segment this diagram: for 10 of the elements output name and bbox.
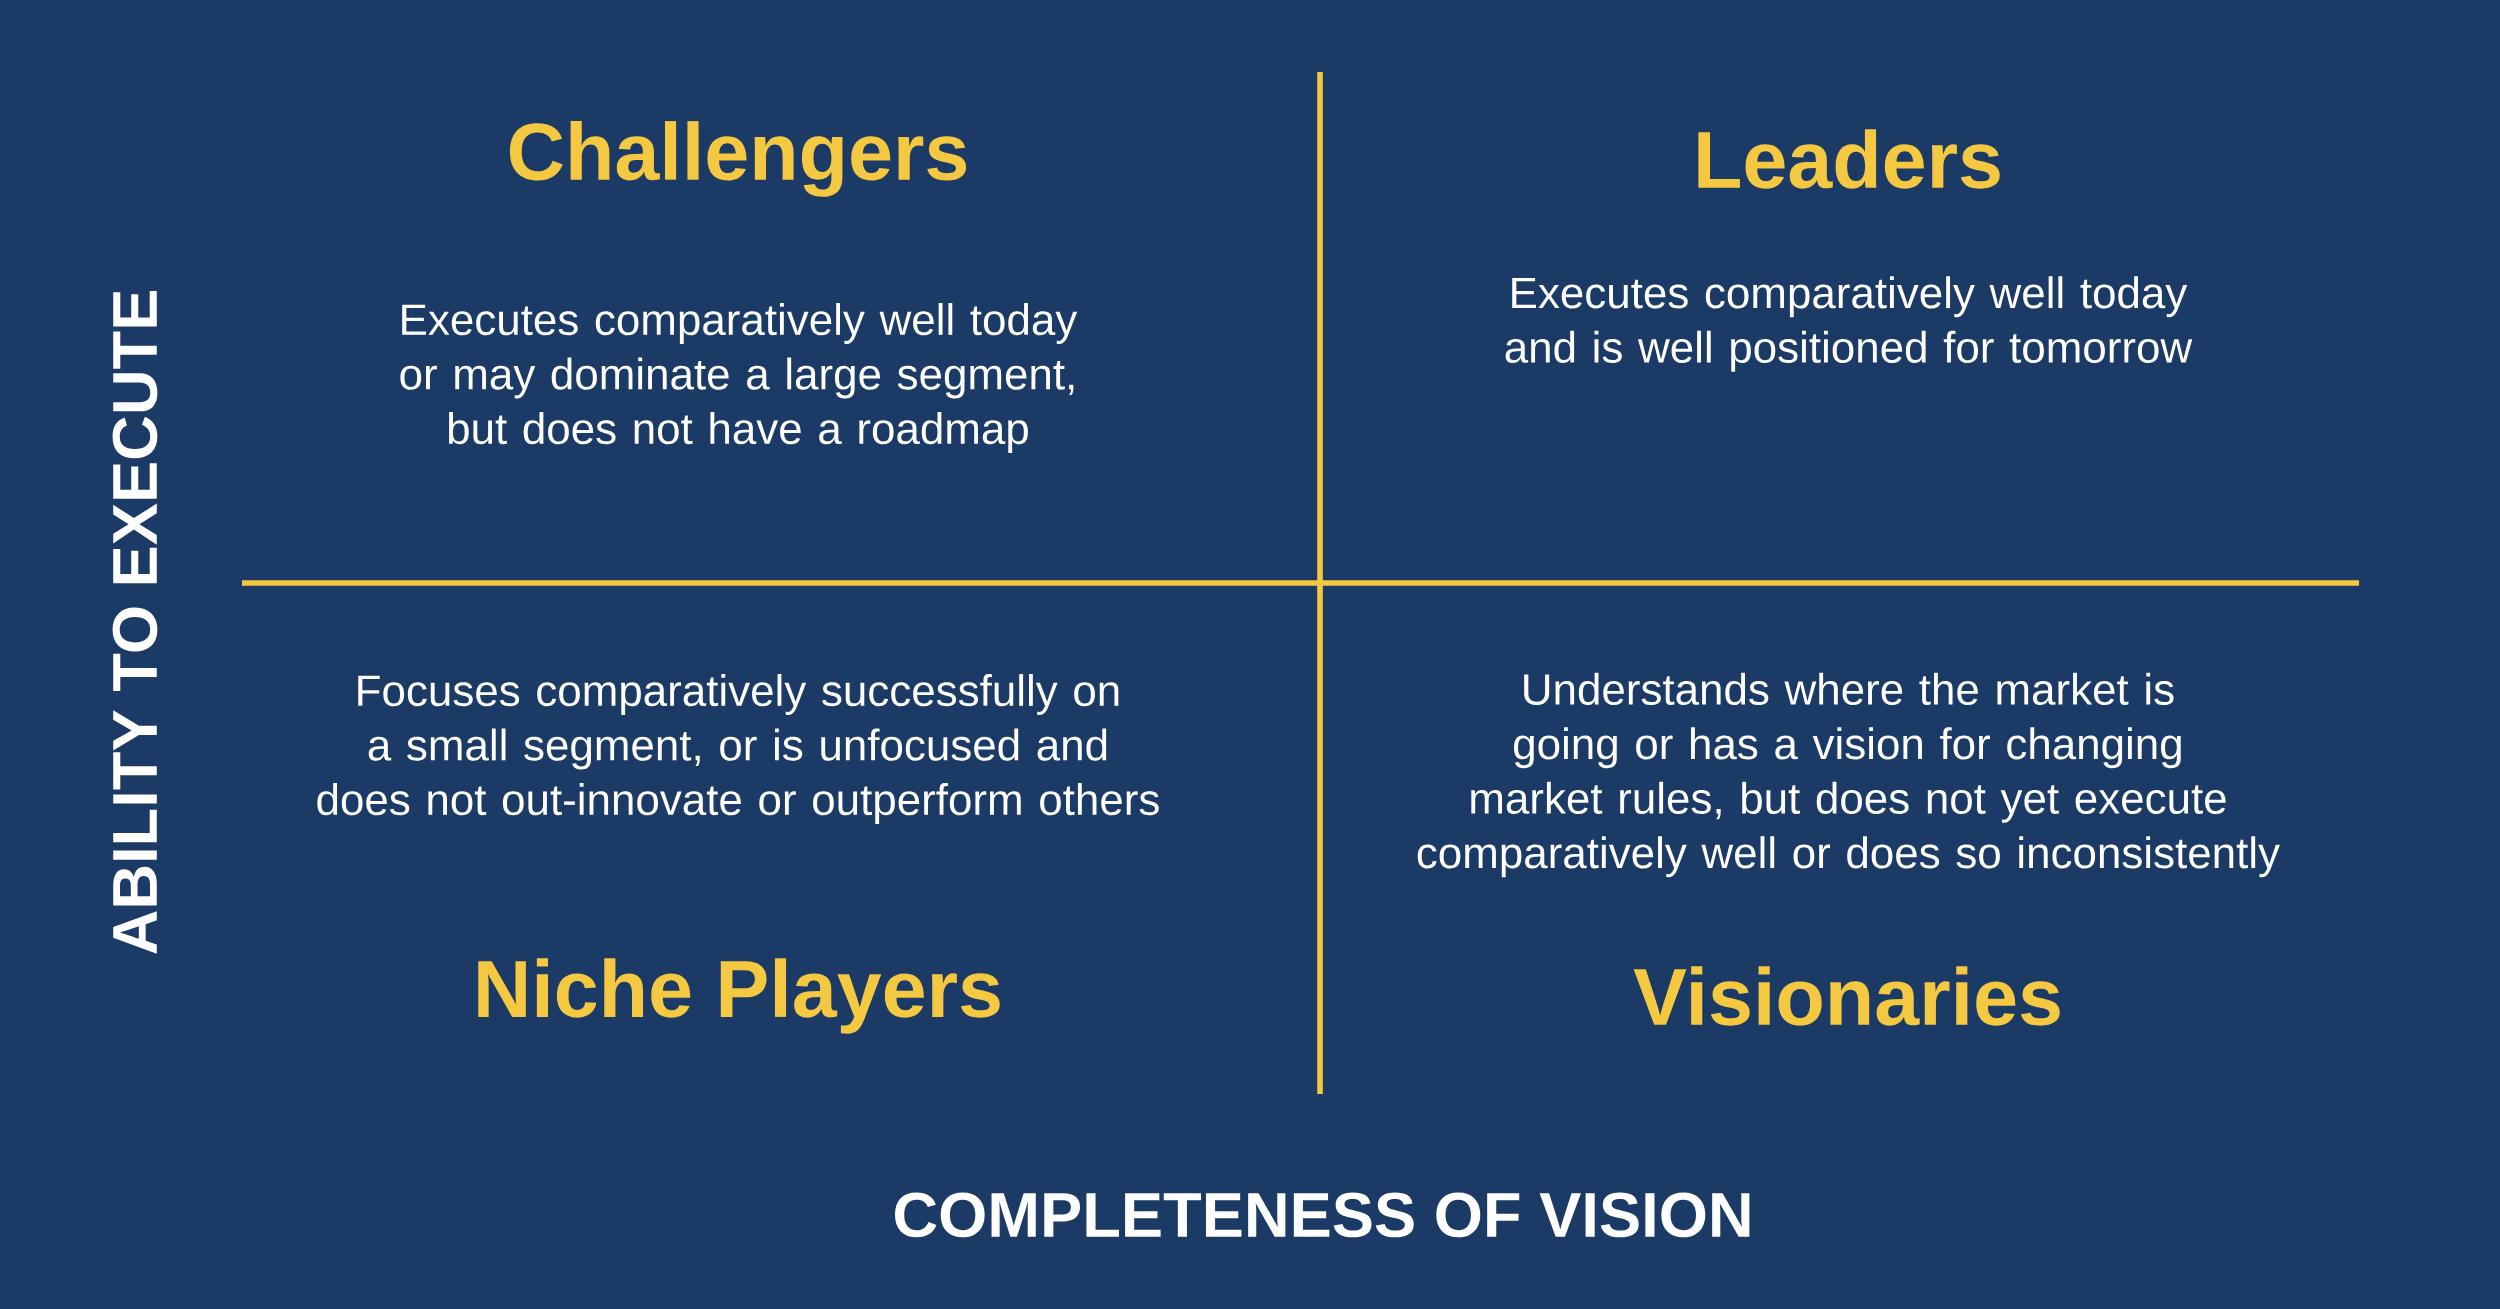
quadrant-description: Understands where the market is going or has a vision for changing market rules, but does not yet execute comparatively well or does so inconsistently <box>1417 672 2280 878</box>
quadrant-description: Focuses comparatively successfully on a small segment, or is unfocused and does not out-innovate or outperform others <box>317 674 1159 824</box>
axis-label: COMPLETENESS OF VISION <box>895 1192 1750 1238</box>
quadrant-description: Executes comparatively well today or may dominate a large segment, but does not have a roadmap <box>400 303 1078 453</box>
quadrant-title: Leaders <box>1698 129 2000 189</box>
quadrant-title: Niche Players <box>478 958 1000 1034</box>
quadrant-title: Challengers <box>509 121 967 197</box>
axis-label: ABILITY TO EXECUTE <box>112 291 158 954</box>
quadrant-title: Visionaries <box>1633 966 2060 1026</box>
quadrant-description: Executes comparatively well today and is well positioned for tomorrow <box>1505 276 2193 372</box>
